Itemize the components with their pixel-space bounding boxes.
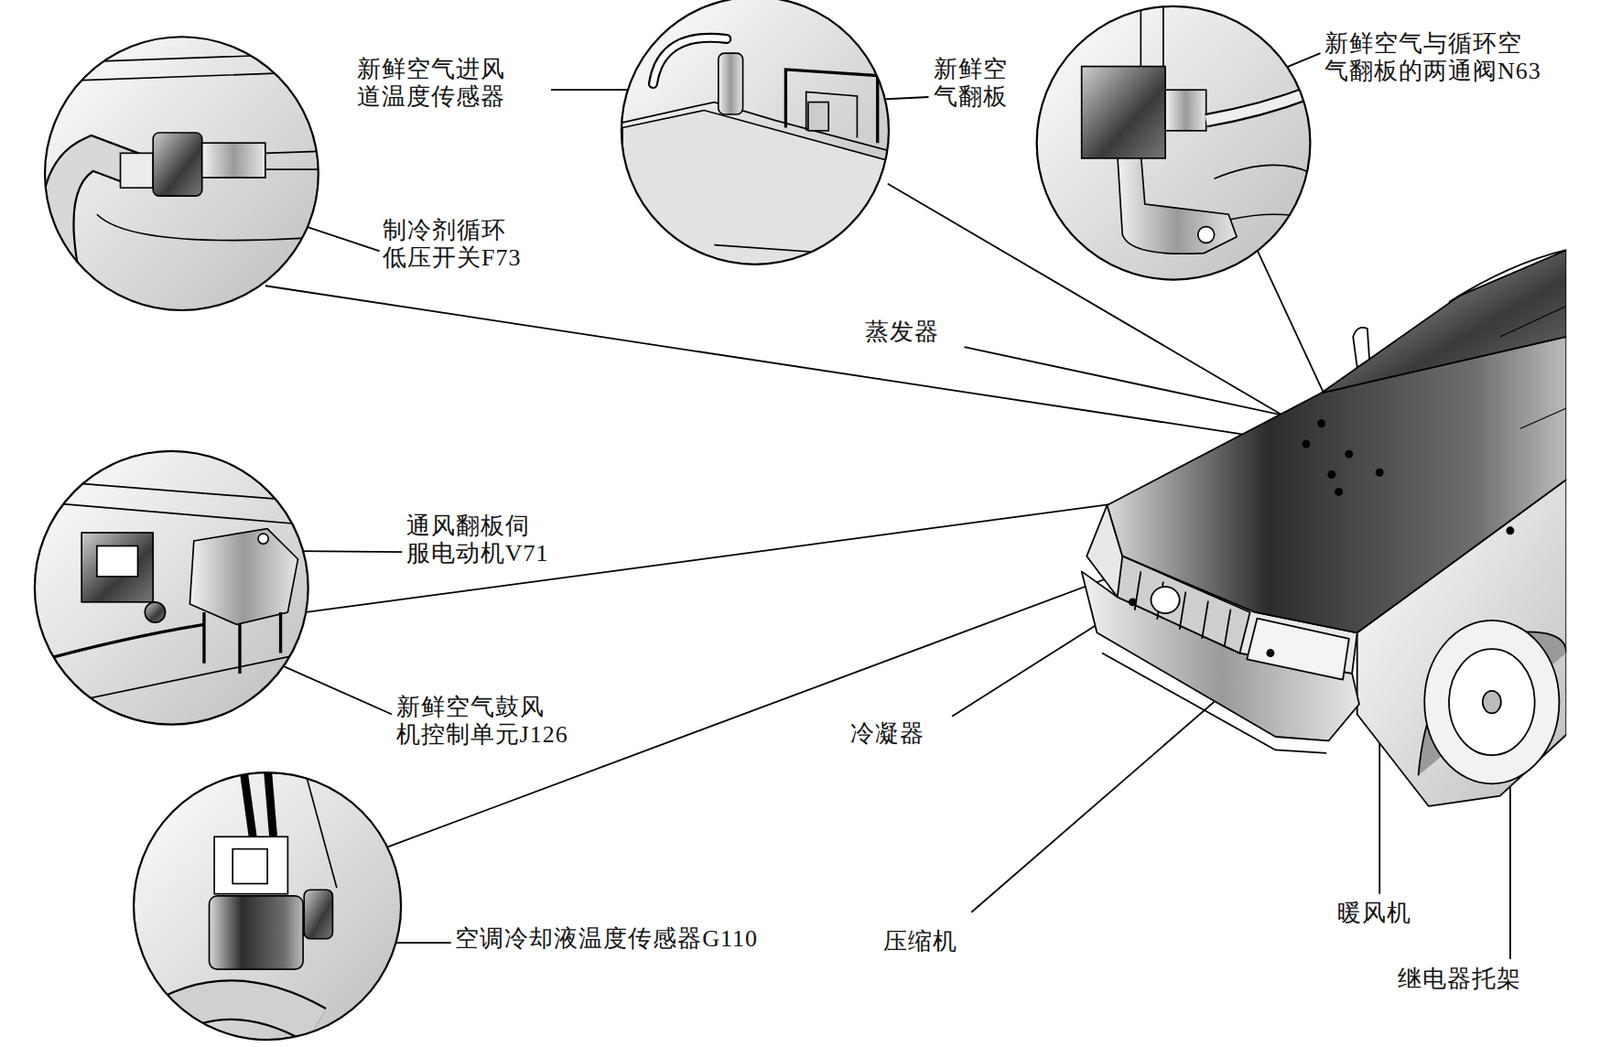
wheel-rim [1448,648,1536,756]
hose [1206,89,1317,120]
location-dot [1505,526,1514,535]
part-label: 通风翻板伺 服电动机V71 [406,512,550,568]
cable-outline [652,37,726,84]
inset-view [1037,0,1317,280]
sensor-body [209,896,304,970]
part-label: 蒸发器 [864,318,940,346]
inset-circle [44,36,319,311]
car-badge [1150,586,1179,614]
location-dot [1265,648,1275,658]
part-label: 制冷剂循环 低压开关F73 [382,216,521,272]
cable [652,37,726,84]
switch-body [152,132,203,196]
inset-view [30,451,316,725]
part-label: 新鲜空 气翻板 [933,55,1008,111]
location-dot [1327,470,1336,479]
location-dot [1317,419,1326,428]
unit-plug [97,546,139,577]
motor-drawing [30,479,316,704]
part-label: 压缩机 [883,928,958,956]
flap-frame [806,91,858,138]
flap-frame [785,69,877,143]
part-label: 新鲜空气与循环空 气翻板的两通阀N63 [1324,30,1542,86]
bracket-bolt [1198,227,1215,244]
motor-wire [30,624,205,663]
car-wheel [1424,620,1559,784]
part-label: 冷凝器 [850,720,925,748]
inset-view [621,0,898,276]
inset-circle [621,0,889,265]
wheel-hub [1482,691,1502,714]
location-dot [1301,440,1310,449]
part-label: 空调冷却液温度传感器G110 [454,925,758,953]
location-dot [1375,468,1384,477]
part-label: 继电器托架 [1397,965,1522,994]
bumper-line [1102,653,1327,754]
sensor-connector [214,836,288,894]
valve-port [1165,89,1207,131]
flap [808,102,829,131]
sensor-clip [303,889,333,940]
inset-circle [34,451,309,725]
leader-line [963,346,1321,424]
car-windshield [1321,249,1568,393]
inset-ground [34,451,309,725]
inset-ground [44,36,319,311]
car-headlight [1246,618,1349,681]
body-line [97,214,327,240]
hex-nut [120,152,154,188]
temp-sensor [718,53,744,115]
grille-bars [1135,571,1232,646]
leader-line [295,551,402,552]
rail [30,479,316,526]
location-dot [1128,597,1137,606]
connector [144,602,165,623]
servo-motor [189,529,298,626]
inset-ground [1037,6,1311,281]
body-line [61,653,307,705]
body-line [305,775,336,888]
hood-line [1500,306,1567,430]
car-roof [1448,249,1567,303]
location-dot [1344,450,1353,459]
motor-screw [258,533,269,544]
hose-outline [1206,89,1317,120]
part-label: 暖风机 [1337,899,1412,928]
inset-circle [1037,6,1311,281]
switch-drawing [41,53,327,266]
car-mirror [1352,327,1370,368]
location-dots [1128,419,1514,658]
valve-bracket [1117,152,1237,254]
switch-plug [202,142,266,178]
motor-leg [204,612,282,674]
valve-drawing [1081,0,1317,254]
location-dot [1334,487,1343,497]
valve-body [1081,66,1166,159]
sensor-cable [242,765,273,839]
blower-control-unit [81,532,153,603]
inset-view [41,36,327,311]
sensor-drawing [622,37,898,276]
part-label: 新鲜空气鼓风 机控制单元J126 [396,693,569,749]
inset-view [133,765,401,1040]
connector-latch [232,849,268,885]
car-body [1081,249,1568,807]
inset-circle [133,772,401,1040]
part-label: 新鲜空气进风 道温度传感器 [356,55,506,111]
leader-line [265,285,1307,444]
car-grille [1117,556,1251,654]
